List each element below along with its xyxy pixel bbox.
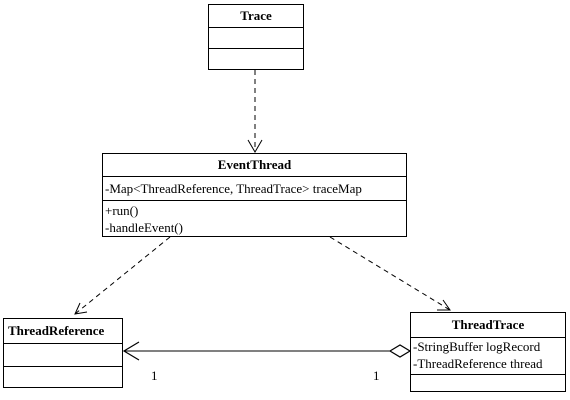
operations-section [209,49,303,69]
open-arrowhead [122,341,140,361]
attributes-section [209,28,303,49]
operations-section [4,367,122,389]
attributes-section [4,344,122,367]
class-threadreference: ThreadReference [3,318,123,388]
class-name: EventThread [103,154,406,177]
attribute: -ThreadReference thread [413,356,543,371]
operation: -handleEvent() [105,220,183,235]
aggregation-diamond [388,344,412,358]
class-name: ThreadTrace [411,313,565,338]
dependency-arrowhead [74,302,88,315]
attributes-section: -Map<ThreadReference, ThreadTrace> trace… [103,177,406,201]
attribute: -StringBuffer logRecord [413,339,541,354]
attribute: -Map<ThreadReference, ThreadTrace> trace… [105,181,362,196]
dependency-arrowhead [247,139,263,153]
operations-section: +run() -handleEvent() [103,201,406,236]
class-name: Trace [209,5,303,28]
operations-section [411,375,565,393]
class-name: ThreadReference [4,319,122,344]
dependency-eventthread-to-threadreference [74,236,171,315]
class-trace: Trace [208,4,304,70]
operation: +run() [105,203,139,218]
class-eventthread: EventThread -Map<ThreadReference, Thread… [102,153,407,237]
multiplicity-label: 1 [373,368,380,383]
class-threadtrace: ThreadTrace -StringBuffer logRecord -Thr… [410,312,566,392]
multiplicity-label: 1 [151,368,158,383]
dependency-arrowhead [437,299,451,311]
attributes-section: -StringBuffer logRecord -ThreadReference… [411,338,565,375]
dependency-eventthread-to-threadtrace [329,236,451,311]
